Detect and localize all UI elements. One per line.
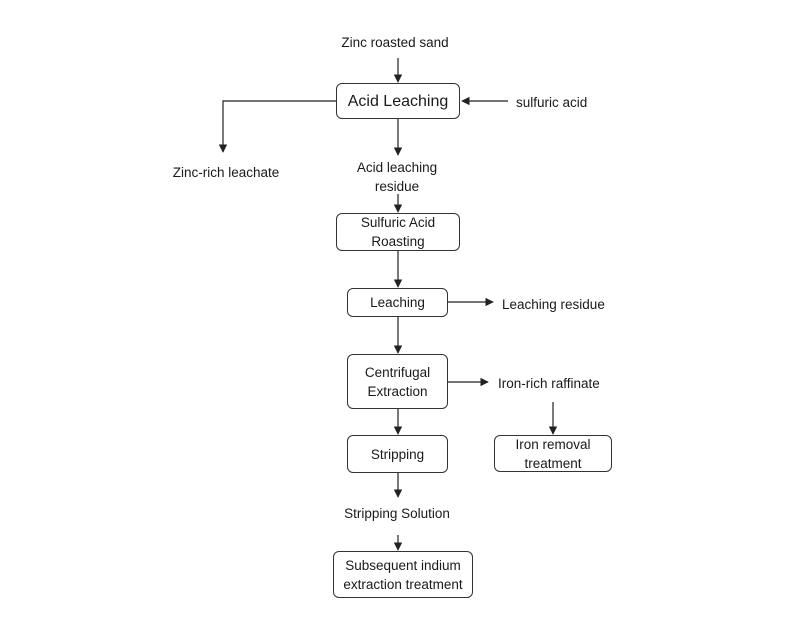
label-iron-rich-raffinate: Iron-rich raffinate xyxy=(498,376,600,391)
box-iron-removal-line2: treatment xyxy=(524,455,582,471)
box-centrifugal-extraction-line2: Extraction xyxy=(367,383,428,399)
box-subsequent-line2: extraction treatment xyxy=(343,576,463,592)
box-sulfuric-acid-roasting-line2: Roasting xyxy=(371,234,425,249)
box-stripping-label: Stripping xyxy=(370,446,425,462)
label-acid-leaching-residue-line1: Acid leaching xyxy=(356,160,438,175)
box-iron-removal-line1: Iron removal xyxy=(515,436,591,452)
label-acid-leaching-residue-line2: residue xyxy=(374,179,420,194)
box-acid-leaching: Acid Leaching xyxy=(336,83,460,119)
label-zinc-roasted-sand: Zinc roasted sand xyxy=(341,35,449,50)
label-leaching-residue: Leaching residue xyxy=(502,297,605,312)
box-sulfuric-acid-roasting: Sulfuric Acid Roasting xyxy=(336,213,460,251)
box-centrifugal-extraction-line1: Centrifugal xyxy=(364,364,431,380)
box-leaching: Leaching xyxy=(347,288,448,317)
label-stripping-solution: Stripping Solution xyxy=(344,506,450,521)
box-acid-leaching-label: Acid Leaching xyxy=(347,92,449,110)
label-zinc-rich-leachate: Zinc-rich leachate xyxy=(172,165,280,180)
box-stripping: Stripping xyxy=(347,435,448,473)
label-acid-leaching-residue: Acid leaching residue xyxy=(357,158,437,196)
label-sulfuric-acid: sulfuric acid xyxy=(516,95,588,110)
box-leaching-label: Leaching xyxy=(370,295,425,310)
box-subsequent-indium-extraction: Subsequent indium extraction treatment xyxy=(333,551,473,598)
box-centrifugal-extraction: Centrifugal Extraction xyxy=(347,354,448,409)
box-subsequent-line1: Subsequent indium xyxy=(345,557,461,573)
box-iron-removal-treatment: Iron removal treatment xyxy=(494,435,612,472)
box-sulfuric-acid-roasting-line1: Sulfuric Acid xyxy=(360,215,436,230)
arrow-acid-leaching-to-zinc-rich-leachate xyxy=(218,100,336,153)
